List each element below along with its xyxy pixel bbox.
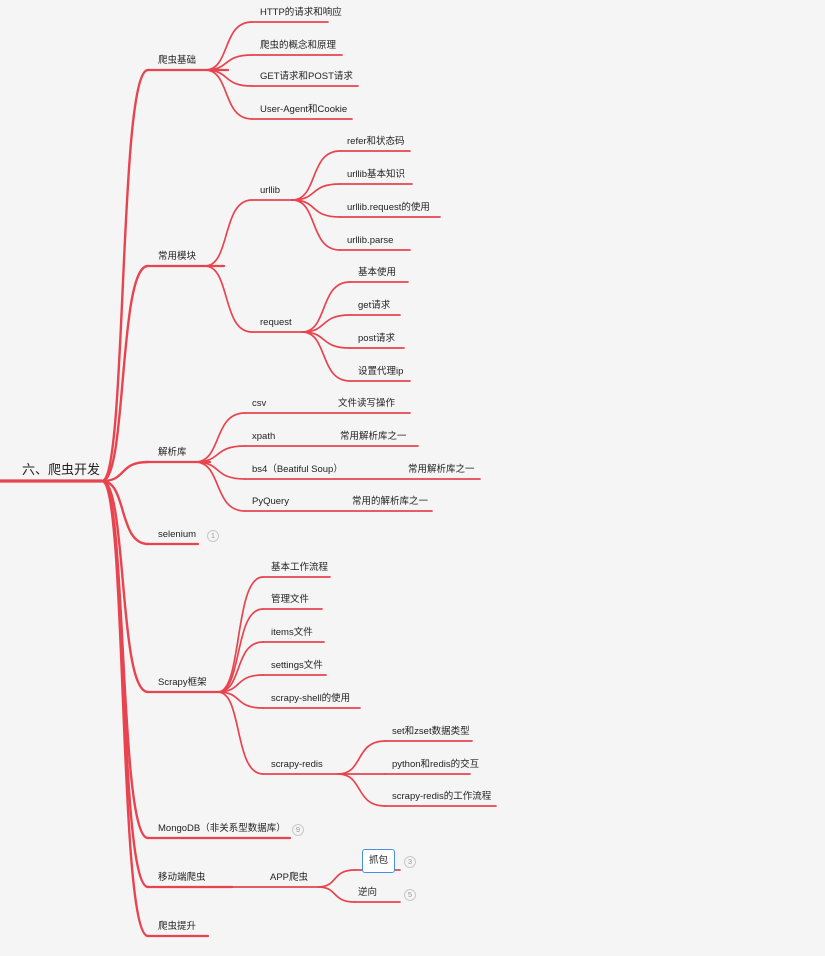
node-urllib-item-4[interactable]: urllib.parse: [347, 235, 394, 246]
node-scrapy-item-3[interactable]: items文件: [271, 627, 313, 638]
parsers-edge-1: [194, 412, 246, 463]
parsers-edge-4: [194, 461, 246, 512]
edge-root-mongodb: [100, 479, 150, 840]
node-urllib[interactable]: urllib: [260, 185, 281, 196]
node-mongodb[interactable]: MongoDB（非关系型数据库）: [158, 823, 286, 834]
node-basics-item-3[interactable]: GET请求和POST请求: [260, 71, 353, 82]
node-modules[interactable]: 常用模块: [158, 251, 197, 262]
edge-root-scrapy: [100, 479, 150, 694]
node-scrapy-redis[interactable]: scrapy-redis: [271, 759, 323, 770]
app-edge-2: [317, 886, 356, 903]
node-request-item-1[interactable]: 基本使用: [358, 267, 397, 278]
node-parser-pyquery-note[interactable]: 常用的解析库之一: [352, 496, 429, 507]
scrapy-edge-2: [217, 608, 264, 693]
urllib-edge-4: [291, 199, 341, 251]
node-parser-bs4[interactable]: bs4（Beatiful Soup）: [252, 464, 343, 475]
parsers-edge-2: [194, 445, 246, 463]
redis-edge-1: [337, 740, 386, 775]
modules-edge-2: [204, 265, 253, 333]
scrapy-edge-6: [217, 691, 264, 775]
edge-root-modules: [100, 264, 150, 483]
node-parser-bs4-note[interactable]: 常用解析库之一: [408, 464, 475, 475]
parsers-edge-3: [194, 461, 246, 480]
node-parser-csv[interactable]: csv: [252, 398, 267, 409]
basics-edge-1: [204, 21, 253, 71]
node-parser-xpath[interactable]: xpath: [252, 431, 276, 442]
node-selenium[interactable]: selenium: [158, 529, 197, 540]
mongodb-count-badge[interactable]: 9: [292, 824, 304, 836]
node-request-item-2[interactable]: get请求: [358, 300, 391, 311]
urllib-edge-1: [291, 150, 341, 201]
node-scrapy-item-2[interactable]: 管理文件: [271, 594, 310, 605]
node-redis-item-2[interactable]: python和redis的交互: [392, 759, 480, 770]
node-urllib-item-1[interactable]: refer和状态码: [347, 136, 405, 147]
modules-edge-1: [204, 199, 253, 267]
basics-edge-4: [204, 69, 253, 120]
node-app-capture-selected[interactable]: 抓包: [362, 849, 396, 873]
node-redis-item-1[interactable]: set和zset数据类型: [392, 726, 470, 737]
redis-edge-3: [337, 773, 386, 807]
node-parser-xpath-note[interactable]: 常用解析库之一: [340, 431, 407, 442]
node-urllib-item-3[interactable]: urllib.request的使用: [347, 202, 430, 213]
edge-root-advanced: [100, 479, 150, 938]
request-edge-1: [301, 281, 351, 333]
node-scrapy-item-5[interactable]: scrapy-shell的使用: [271, 693, 351, 704]
reverse-count-badge[interactable]: 5: [404, 889, 416, 901]
urllib-edge-2: [291, 183, 341, 201]
app-edge-1: [317, 869, 356, 888]
node-mobile[interactable]: 移动端爬虫: [158, 872, 206, 883]
root-node[interactable]: 六、爬虫开发: [22, 462, 101, 477]
scrapy-edge-4: [217, 674, 264, 693]
node-app[interactable]: APP爬虫: [270, 872, 309, 883]
node-basics-item-1[interactable]: HTTP的请求和响应: [260, 7, 342, 18]
edge-root-parsers: [100, 460, 150, 483]
scrapy-edge-5: [217, 691, 264, 709]
node-parsers[interactable]: 解析库: [158, 447, 187, 458]
node-request-item-3[interactable]: post请求: [358, 333, 395, 344]
node-scrapy-item-4[interactable]: settings文件: [271, 660, 323, 671]
capture-count-badge[interactable]: 3: [404, 856, 416, 868]
node-basics-item-2[interactable]: 爬虫的概念和原理: [260, 40, 337, 51]
node-parser-csv-note[interactable]: 文件读写操作: [338, 398, 396, 409]
edge-root-selenium: [100, 479, 150, 546]
scrapy-edge-1: [217, 576, 264, 693]
request-edge-4: [301, 331, 351, 382]
node-urllib-item-2[interactable]: urllib基本知识: [347, 169, 406, 180]
selenium-count-badge[interactable]: 1: [207, 530, 219, 542]
node-request[interactable]: request: [260, 317, 292, 328]
node-scrapy[interactable]: Scrapy框架: [158, 677, 207, 688]
node-advanced[interactable]: 爬虫提升: [158, 921, 197, 932]
node-redis-item-3[interactable]: scrapy-redis的工作流程: [392, 791, 492, 802]
node-basics[interactable]: 爬虫基础: [158, 55, 197, 66]
node-request-item-4[interactable]: 设置代理ip: [358, 366, 404, 377]
scrapy-edge-3: [217, 641, 264, 693]
edge-root-basics: [100, 68, 150, 483]
node-scrapy-item-1[interactable]: 基本工作流程: [271, 562, 329, 573]
node-parser-pyquery[interactable]: PyQuery: [252, 496, 289, 507]
request-edge-2: [301, 314, 351, 333]
urllib-edge-3: [291, 199, 341, 218]
node-basics-item-4[interactable]: User-Agent和Cookie: [260, 104, 348, 115]
node-app-reverse[interactable]: 逆向: [358, 887, 378, 898]
